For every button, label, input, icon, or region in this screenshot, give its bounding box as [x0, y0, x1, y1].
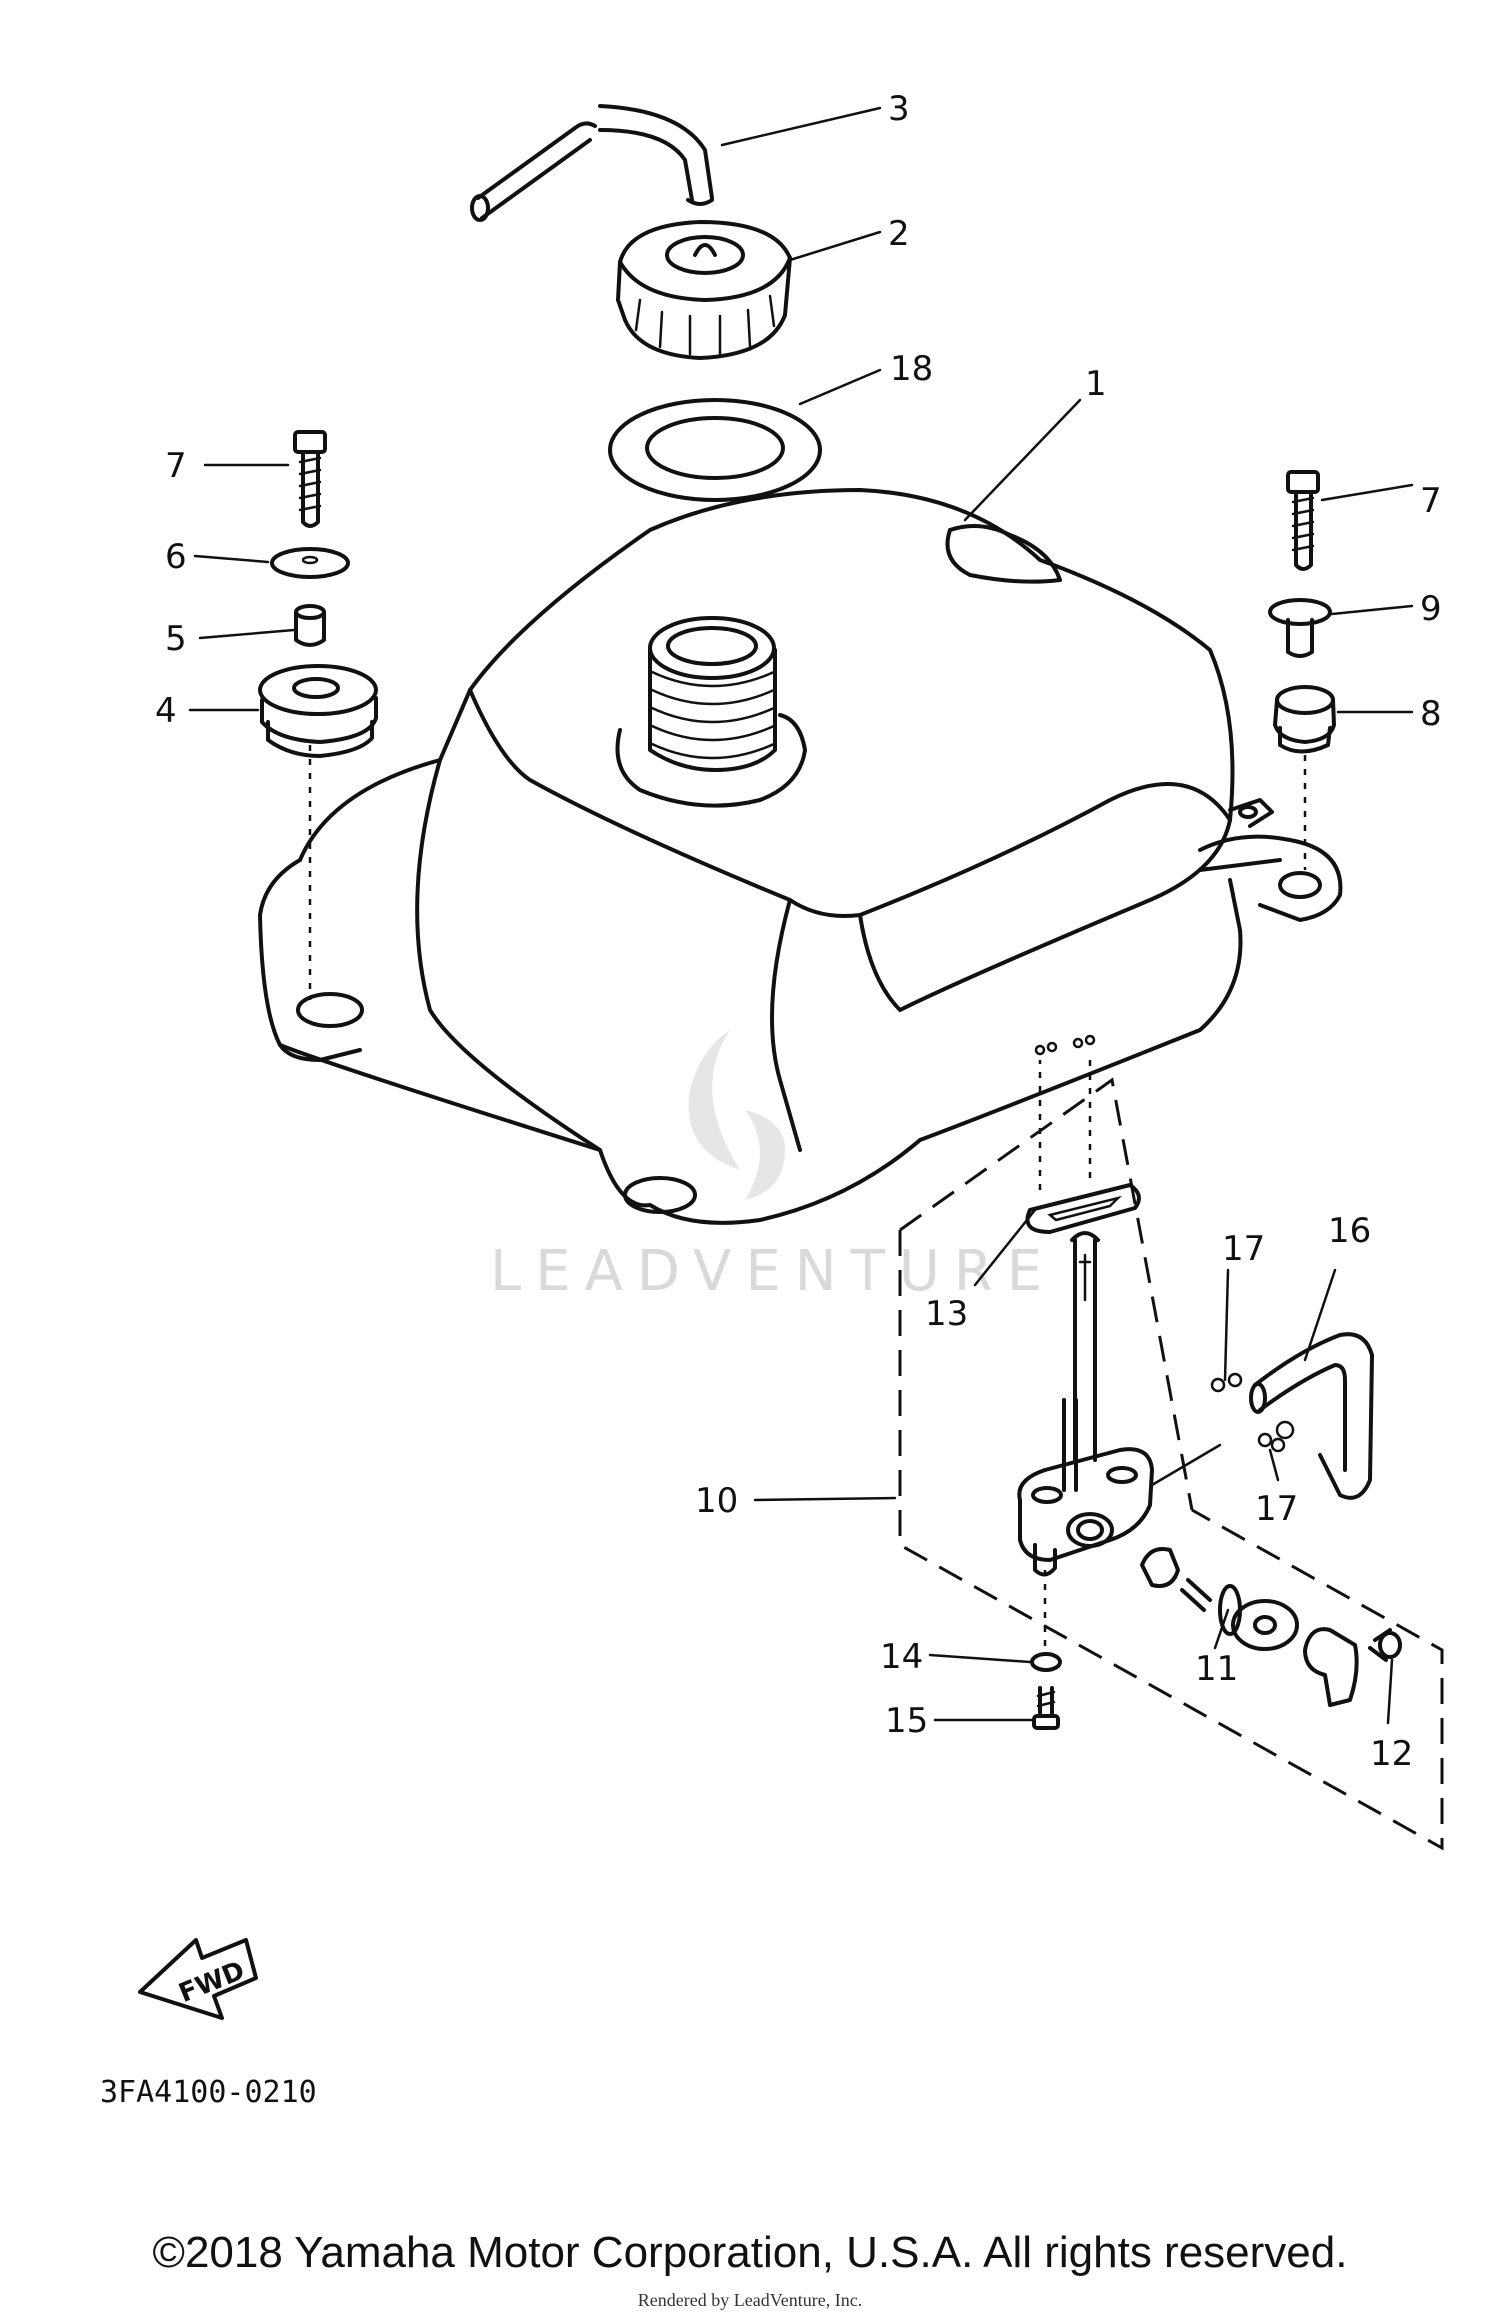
- callout-9: 9: [1420, 589, 1442, 629]
- filler-cap-icon: [616, 220, 792, 360]
- callout-18: 18: [890, 349, 933, 389]
- gasket-icon: [608, 398, 822, 502]
- fuel-hose-icon: [1249, 1332, 1374, 1500]
- callout-14: 14: [880, 1637, 923, 1677]
- washer-icon: [1268, 598, 1332, 658]
- callout-10: 10: [695, 1481, 738, 1521]
- right-mount-hardware: [1268, 470, 1336, 870]
- callout-16: 16: [1328, 1211, 1371, 1251]
- fuel-tank-icon: [258, 488, 1343, 1225]
- valve-knob-icon: [1140, 1547, 1402, 1707]
- fwd-arrow-icon: FWD: [138, 1938, 258, 2020]
- callout-labels: 3 2 18 1 7 6 5 4 7 9 8 10 11 12 13 14 15…: [155, 89, 1442, 1774]
- callout-6: 6: [165, 537, 187, 577]
- bolt-icon: [293, 430, 327, 528]
- grommet-icon: [258, 664, 378, 758]
- grommet-icon: [1273, 685, 1336, 754]
- hose-clip-icon: [1210, 1372, 1295, 1453]
- bolt-icon: [1286, 470, 1320, 571]
- callout-3: 3: [888, 89, 910, 129]
- collar-icon: [294, 604, 326, 647]
- callout-17-top: 17: [1222, 1229, 1265, 1269]
- callout-13: 13: [925, 1294, 968, 1334]
- callout-15: 15: [885, 1701, 928, 1741]
- leader-lines: [188, 106, 1414, 1725]
- callout-7-left: 7: [165, 446, 187, 486]
- callout-17-bottom: 17: [1255, 1489, 1298, 1529]
- rendered-by-note: Rendered by LeadVenture, Inc.: [637, 2290, 863, 2310]
- fuel-cock-assembly: [898, 1034, 1444, 1851]
- breather-hose-icon: [470, 104, 714, 222]
- left-mount-hardware: [258, 430, 378, 1000]
- copyright-notice: ©2018 Yamaha Motor Corporation, U.S.A. A…: [152, 2228, 1348, 2277]
- callout-1: 1: [1085, 364, 1107, 404]
- callout-12: 12: [1370, 1734, 1413, 1774]
- watermark-text: LEADVENTURE: [490, 1239, 1056, 1304]
- part-code: 3FA4100-0210: [100, 2075, 317, 2110]
- washer-icon: [270, 547, 350, 579]
- callout-5: 5: [165, 619, 187, 659]
- watermark: LEADVENTURE: [490, 1030, 1056, 1304]
- callout-2: 2: [888, 214, 910, 254]
- callout-8: 8: [1420, 694, 1442, 734]
- dot-pairs: [1034, 1034, 1096, 1056]
- callout-11: 11: [1195, 1649, 1238, 1689]
- callout-4: 4: [155, 691, 177, 731]
- fwd-label: FWD: [175, 1956, 249, 2009]
- callout-7-right: 7: [1420, 481, 1442, 521]
